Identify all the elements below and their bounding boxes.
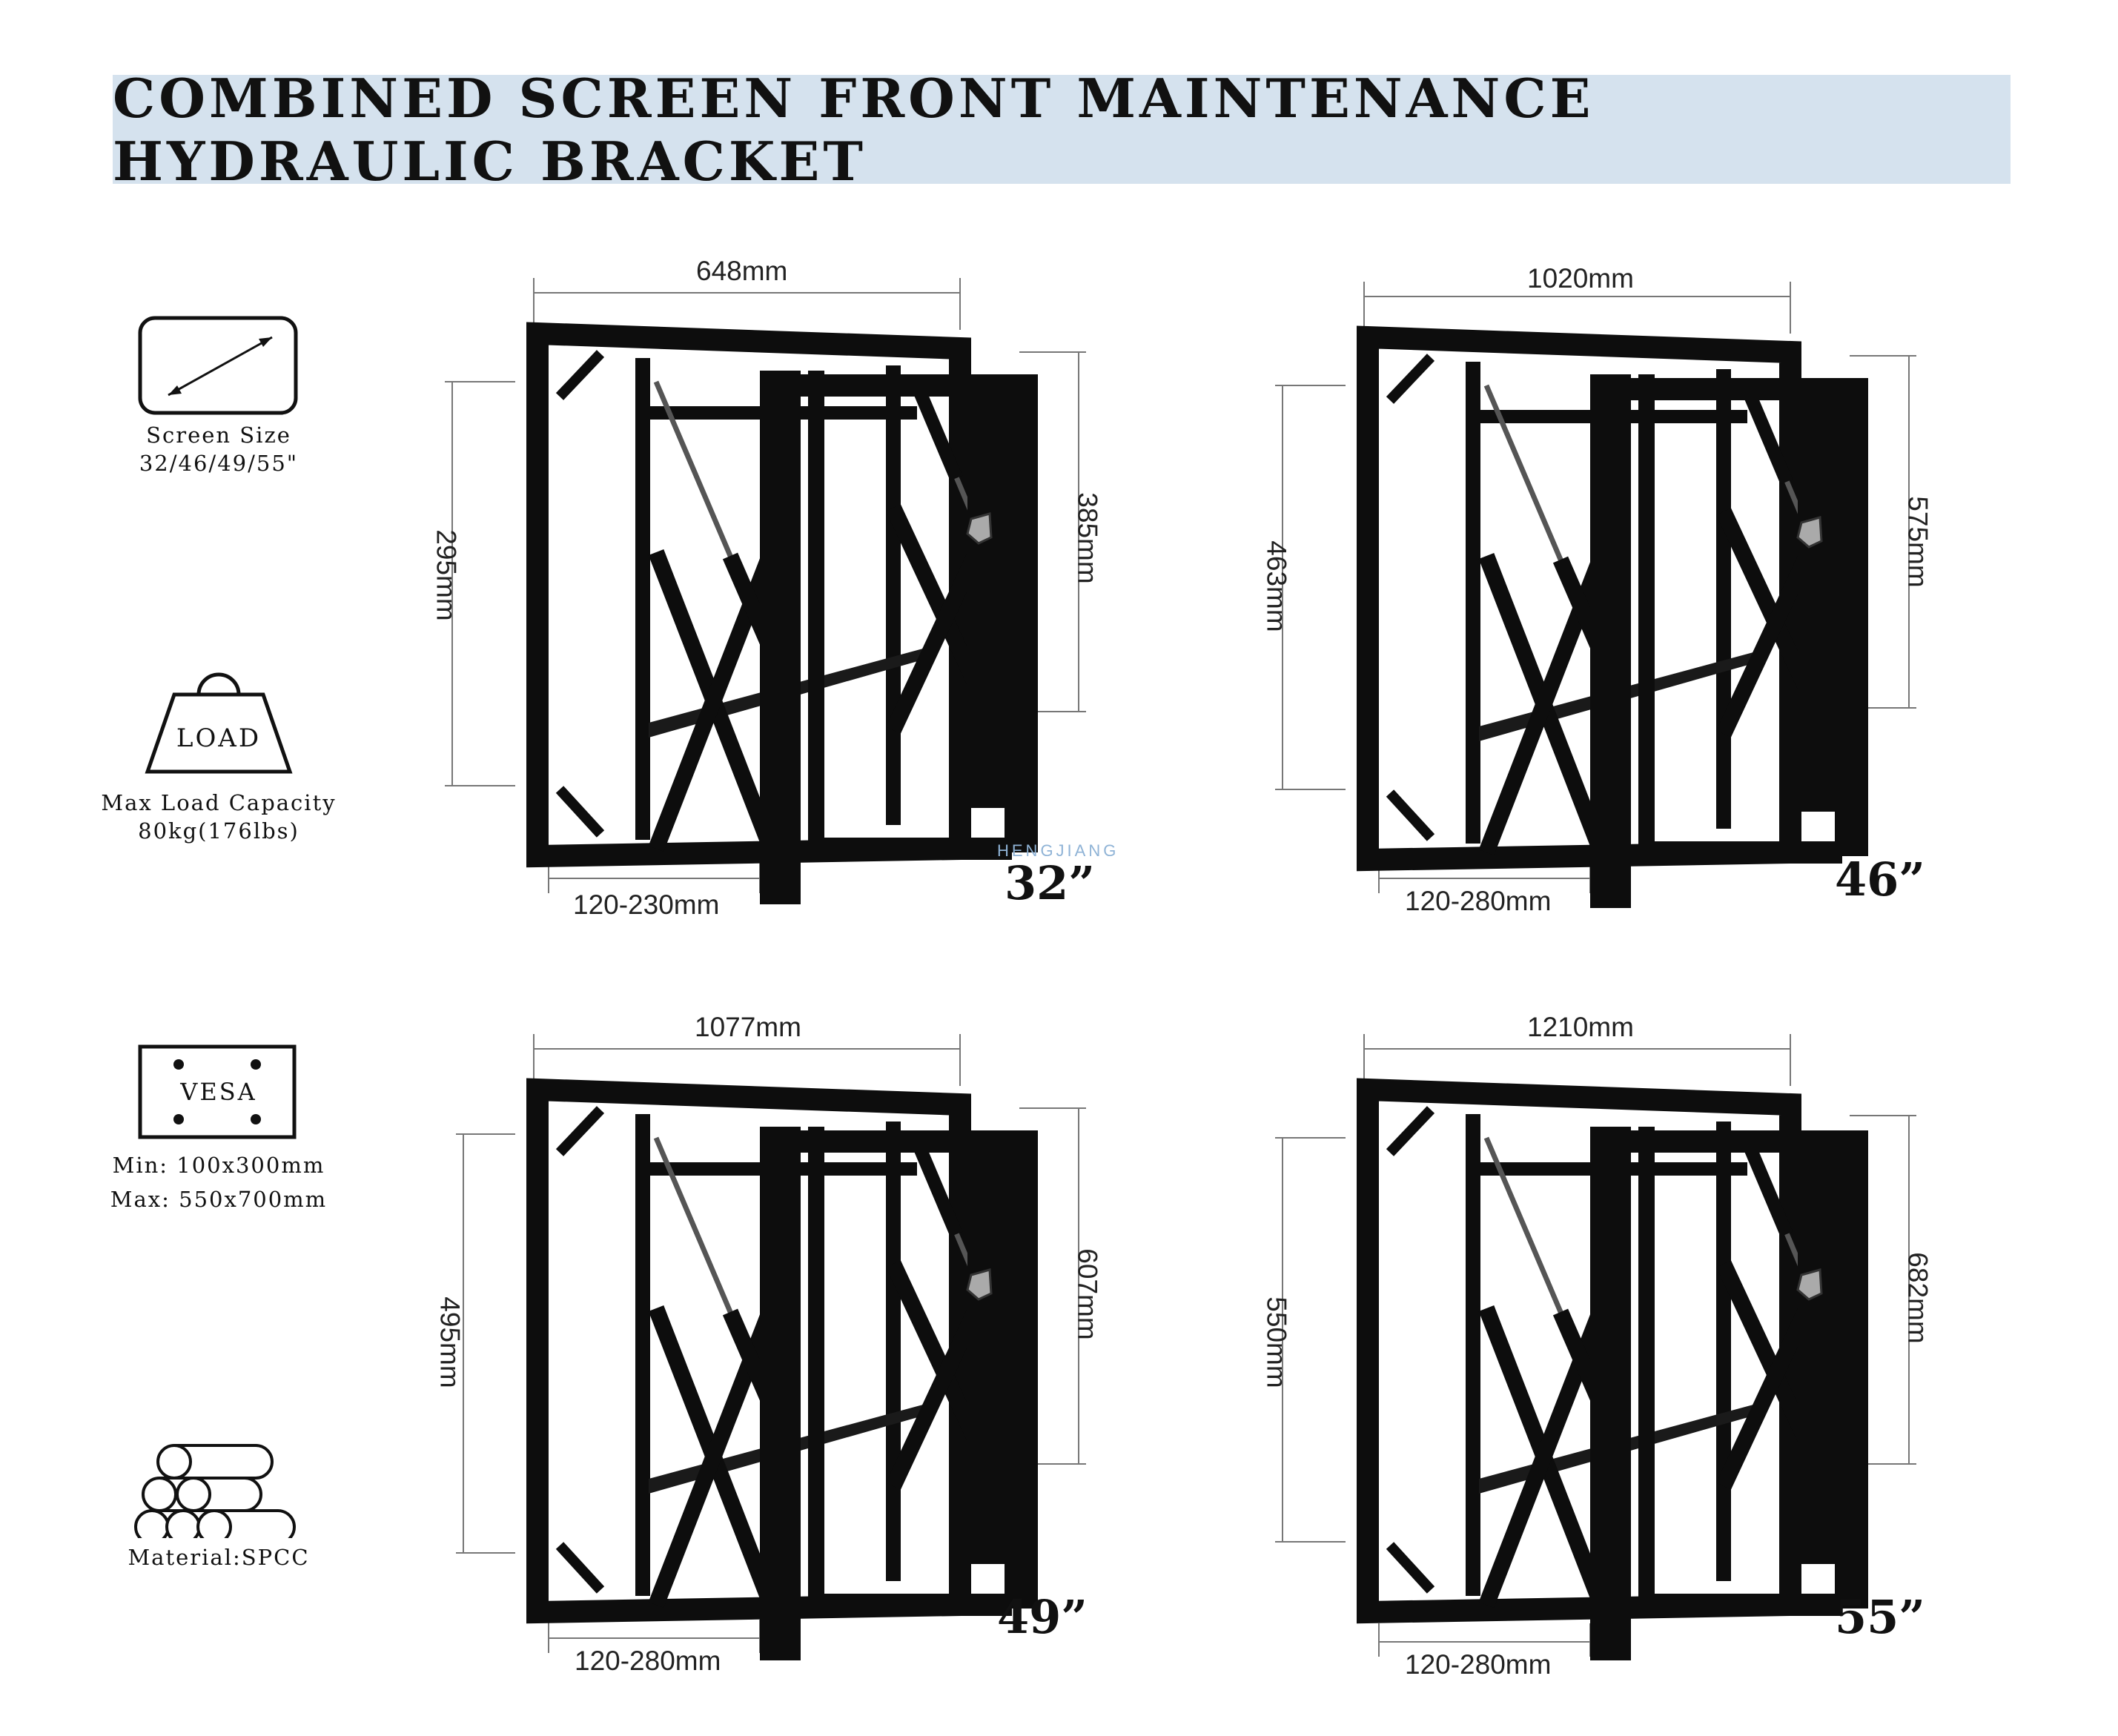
bracket-drawing xyxy=(456,1034,1086,1660)
size-label: 55” xyxy=(1835,1590,1925,1644)
depth-dimension: 120-280mm xyxy=(575,1646,721,1676)
load-value: 80kg(176lbs) xyxy=(138,818,300,844)
size-label: 46” xyxy=(1835,852,1925,907)
outer-height-dimension: 495mm xyxy=(434,1296,466,1388)
depth-dimension: 120-280mm xyxy=(1405,886,1552,916)
vesa-max: Max: 550x700mm xyxy=(110,1187,328,1212)
width-dimension: 1077mm xyxy=(695,1012,801,1042)
vesa-pattern-icon: VESA xyxy=(138,1044,297,1139)
spec-material: Material:SPCC xyxy=(96,1442,341,1574)
depth-dimension: 120-280mm xyxy=(1405,1649,1552,1680)
load-label: Max Load Capacity xyxy=(101,790,337,815)
screen-size-value: 32/46/49/55" xyxy=(139,451,299,476)
width-dimension: 1020mm xyxy=(1527,263,1634,294)
depth-dimension: 120-230mm xyxy=(573,889,720,920)
inner-height-dimension: 575mm xyxy=(1902,496,1933,588)
width-dimension: 1210mm xyxy=(1527,1012,1634,1042)
screen-diagonal-icon xyxy=(138,316,298,415)
inner-height-dimension: 682mm xyxy=(1902,1252,1933,1344)
width-dimension: 648mm xyxy=(696,256,788,286)
title-banner: COMBINED SCREEN FRONT MAINTENANCE HYDRAU… xyxy=(113,67,2011,193)
vesa-min: Min: 100x300mm xyxy=(112,1153,325,1178)
bracket-drawing xyxy=(1275,1034,1916,1660)
inner-height-dimension: 607mm xyxy=(1072,1248,1103,1340)
outer-height-dimension: 463mm xyxy=(1261,540,1292,632)
bracket-drawing xyxy=(1275,282,1916,908)
outer-height-dimension: 550mm xyxy=(1261,1296,1292,1388)
size-label: 49” xyxy=(997,1590,1088,1644)
outer-height-dimension: 295mm xyxy=(431,529,462,621)
inner-height-dimension: 385mm xyxy=(1072,492,1103,584)
bracket-drawing xyxy=(445,278,1086,904)
screen-size-label: Screen Size xyxy=(146,423,291,448)
load-weight-icon: LOAD xyxy=(145,672,293,774)
frame-group xyxy=(445,278,1086,904)
spec-load: LOAD Max Load Capacity 80kg(176lbs) xyxy=(96,663,341,847)
page-title: COMBINED SCREEN FRONT MAINTENANCE HYDRAU… xyxy=(113,66,1595,193)
size-label: 32” xyxy=(1005,856,1095,910)
spec-screen-size: Screen Size 32/46/49/55" xyxy=(96,315,341,480)
material-label: Material:SPCC xyxy=(128,1545,310,1570)
steel-pipes-icon xyxy=(134,1444,296,1538)
vesa-icon-text: VESA xyxy=(179,1078,257,1106)
load-icon-text: LOAD xyxy=(176,723,261,753)
spec-vesa: VESA Min: 100x300mm Max: 550x700mm xyxy=(96,1044,341,1216)
watermark-logo: HENGJIANG xyxy=(997,841,1119,860)
